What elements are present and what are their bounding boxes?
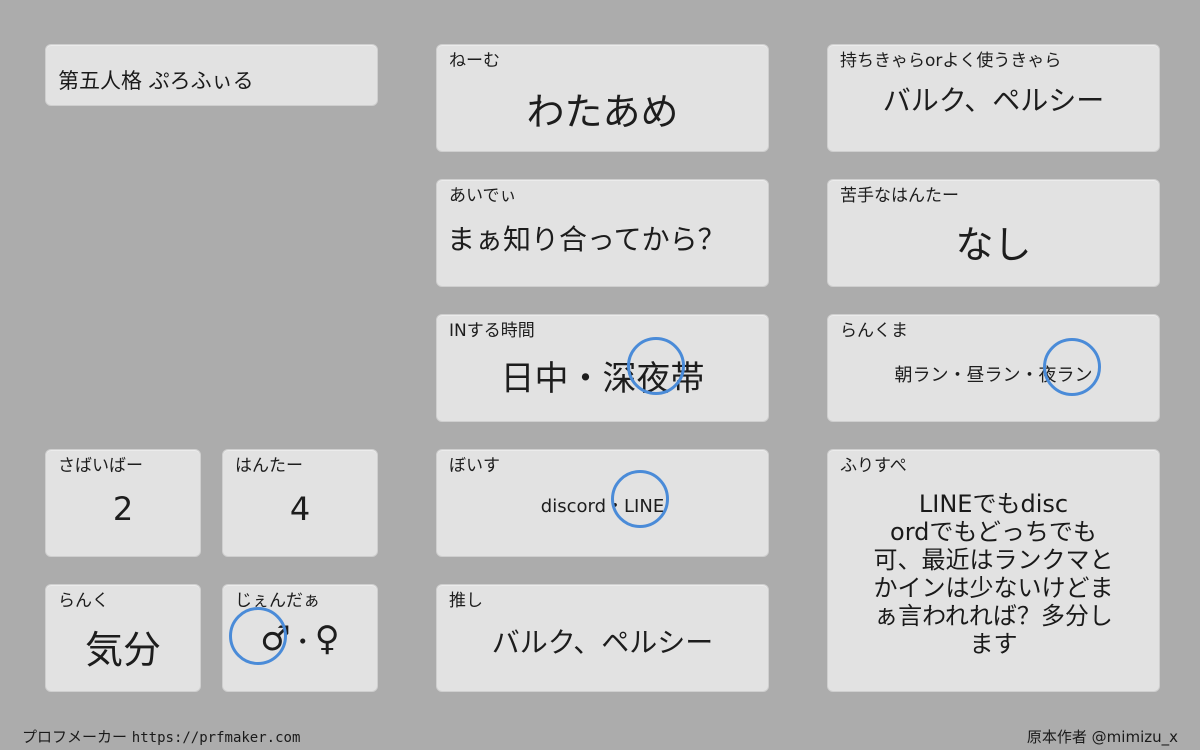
- free-space-text: LINEでもdisc ordでもどっちでも 可、最近はランクマと かインは少ない…: [828, 490, 1159, 658]
- rank-match-box: らんくま 朝ラン・昼ラン・夜ラン: [827, 314, 1160, 422]
- survivor-box: さばいばー 2: [45, 449, 201, 557]
- hunter-box: はんたー 4: [222, 449, 378, 557]
- oshi-label: 推し: [449, 591, 483, 611]
- free-space-line: LINEでもdisc: [918, 490, 1069, 518]
- footer-author-text: 原本作者 @mimizu_x: [1026, 728, 1178, 746]
- main-character-box: 持ちきゃらorよく使うきゃら バルク、ペルシー: [827, 44, 1160, 152]
- voice-box: ぼいす discord・LINE: [436, 449, 769, 557]
- footer-url-link[interactable]: https://prfmaker.com: [131, 730, 301, 746]
- gender-circle-mark: [229, 607, 287, 665]
- free-space-line: ます: [969, 630, 1018, 658]
- name-box: ねーむ わたあめ: [436, 44, 769, 152]
- free-space-line: 可、最近はランクマと: [873, 546, 1114, 574]
- survivor-label: さばいばー: [58, 456, 143, 476]
- survivor-value: 2: [112, 490, 134, 528]
- voice-value: discord・LINE: [540, 496, 665, 517]
- free-space-box: ふりすぺ LINEでもdisc ordでもどっちでも 可、最近はランクマと かイ…: [827, 449, 1160, 692]
- hunter-label: はんたー: [235, 456, 303, 476]
- name-label: ねーむ: [449, 51, 500, 71]
- free-space-line: ぁ言われれば？多分し: [874, 602, 1113, 630]
- hunter-value: 4: [289, 490, 311, 528]
- rank-match-circle-mark: [1043, 338, 1101, 396]
- main-character-label: 持ちきゃらorよく使うきゃら: [840, 51, 1062, 71]
- weak-hunter-value: なし: [955, 223, 1032, 267]
- login-time-label: INする時間: [449, 321, 535, 341]
- gender-box: じぇんだぁ ♂・♀: [222, 584, 378, 692]
- oshi-value: バルク、ペルシー: [491, 626, 714, 659]
- rank-box: らんく 気分: [45, 584, 201, 692]
- footer-maker-text: プロフメーカー: [22, 728, 128, 746]
- login-time-value: 日中・深夜帯: [500, 359, 705, 399]
- footer-left: プロフメーカー https://prfmaker.com: [22, 726, 300, 747]
- id-value: まぁ知り合ってから？: [447, 223, 726, 256]
- page-title: 第五人格 ぷろふぃる: [58, 69, 254, 93]
- name-value: わたあめ: [526, 90, 679, 134]
- login-time-circle-mark: [627, 337, 685, 395]
- footer-right: 原本作者 @mimizu_x: [1027, 726, 1178, 747]
- voice-circle-mark: [611, 470, 669, 528]
- id-label: あいでぃ: [449, 186, 517, 206]
- free-space-line: かインは少ないけどま: [873, 574, 1114, 602]
- female-symbol: ♀: [314, 619, 340, 659]
- gender-separator: ・: [290, 628, 315, 656]
- id-box: あいでぃ まぁ知り合ってから？: [436, 179, 769, 287]
- rank-label: らんく: [58, 591, 109, 611]
- oshi-box: 推し バルク、ペルシー: [436, 584, 769, 692]
- voice-label: ぼいす: [449, 456, 500, 476]
- rank-value: 気分: [84, 628, 161, 672]
- gender-label: じぇんだぁ: [235, 591, 320, 611]
- free-space-label: ふりすぺ: [840, 456, 907, 476]
- title-box: 第五人格 ぷろふぃる: [45, 44, 378, 106]
- main-character-value: バルク、ペルシー: [882, 84, 1105, 117]
- login-time-box: INする時間 日中・深夜帯: [436, 314, 769, 422]
- rank-match-label: らんくま: [840, 321, 908, 341]
- weak-hunter-box: 苦手なはんたー なし: [827, 179, 1160, 287]
- weak-hunter-label: 苦手なはんたー: [840, 186, 959, 206]
- free-space-line: ordでもどっちでも: [890, 518, 1097, 546]
- rank-match-value: 朝ラン・昼ラン・夜ラン: [894, 365, 1093, 386]
